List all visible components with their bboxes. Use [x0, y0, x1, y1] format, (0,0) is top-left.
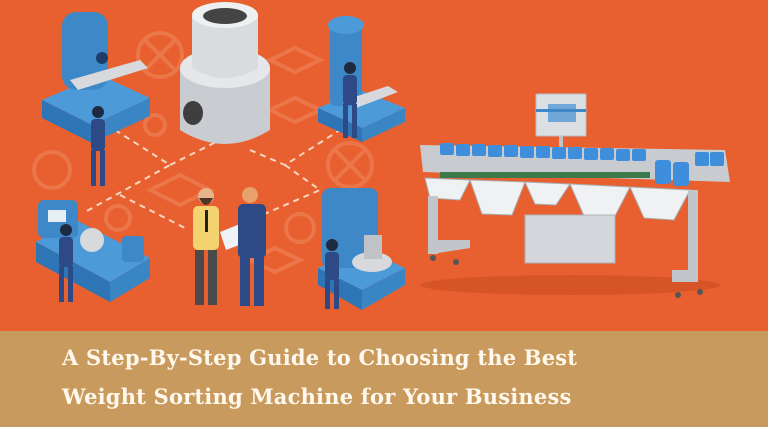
caption-title-line-1: A Step-By-Step Guide to Choosing the Bes… [62, 345, 578, 370]
caption-bar: A Step-By-Step Guide to Choosing the Bes… [0, 331, 768, 427]
caption-title-line-2: Weight Sorting Machine for Your Business [62, 384, 572, 409]
lathe-icon [36, 200, 150, 302]
engineer-with-blueprint-icon [193, 187, 266, 306]
worker-icon [59, 62, 357, 309]
weight-sorting-machine-icon [420, 93, 730, 298]
dashed-connectors [84, 129, 341, 229]
banner-illustration [32, 2, 730, 310]
cylindrical-part-icon [180, 2, 270, 144]
drill-press-icon [318, 16, 405, 142]
milling-machine-icon [42, 12, 150, 143]
